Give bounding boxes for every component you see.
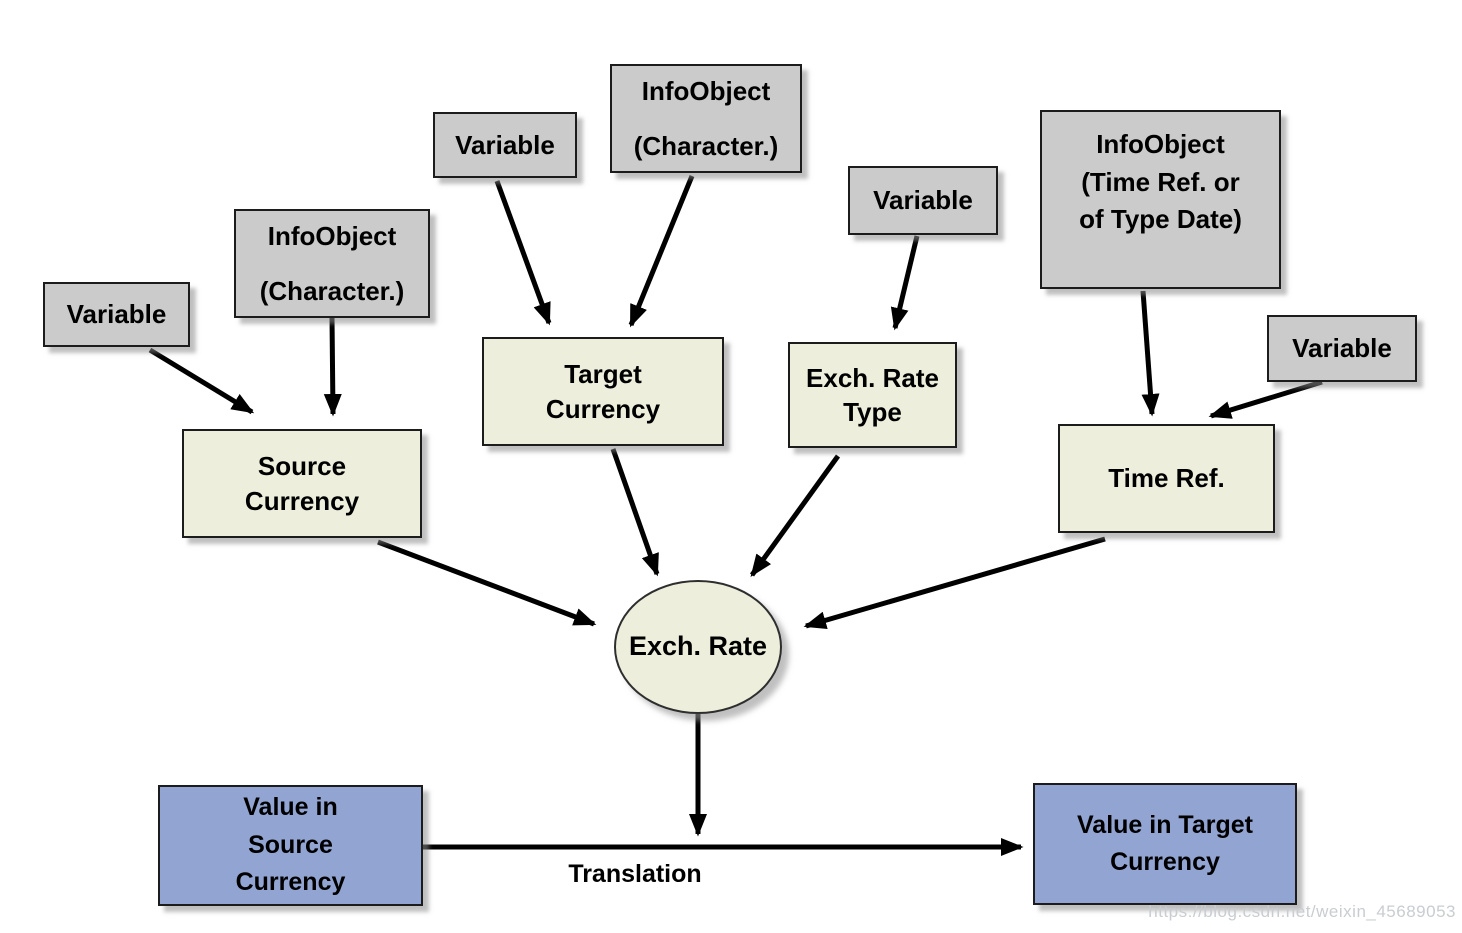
source-currency-box: Source Currency	[182, 429, 422, 538]
variable-target-box: Variable	[433, 112, 577, 178]
arrow-variable-to-exch-rate-type	[890, 235, 920, 331]
variable-source-box: Variable	[43, 282, 190, 347]
value-in-target-currency-box: Value in Target Currency	[1033, 783, 1297, 905]
translation-label: Translation	[568, 860, 702, 888]
variable-exch-rate-box: Variable	[848, 166, 998, 235]
arrow-target-currency-to-exch-rate	[610, 448, 660, 577]
target-currency-box: Target Currency	[482, 337, 724, 446]
time-ref-box: Time Ref.	[1058, 424, 1275, 533]
arrow-variable-to-source-currency	[148, 347, 255, 415]
arrow-exch-rate-type-to-exch-rate	[749, 454, 841, 578]
watermark-text: https://blog.csdn.net/weixin_45689053	[1148, 902, 1456, 921]
infoobject-target-box: InfoObject (Character.)	[610, 64, 802, 173]
arrow-infoobject-to-source-currency	[323, 317, 342, 417]
arrow-source-currency-to-exch-rate	[377, 539, 597, 627]
arrow-infoobject-to-target-currency	[628, 175, 695, 328]
variable-time-box: Variable	[1267, 315, 1417, 382]
arrow-variable-to-target-currency	[494, 180, 552, 326]
arrow-infoobject-to-time-ref	[1140, 290, 1160, 417]
value-in-source-currency-box: Value in Source Currency	[158, 785, 423, 906]
exch-rate-ellipse: Exch. Rate	[614, 580, 782, 714]
arrow-time-ref-to-exch-rate	[803, 536, 1106, 630]
arrow-variable-to-time-ref	[1208, 379, 1323, 419]
infoobject-time-box: InfoObject (Time Ref. or of Type Date)	[1040, 110, 1281, 289]
exch-rate-type-box: Exch. Rate Type	[788, 342, 957, 448]
infoobject-source-box: InfoObject (Character.)	[234, 209, 430, 318]
